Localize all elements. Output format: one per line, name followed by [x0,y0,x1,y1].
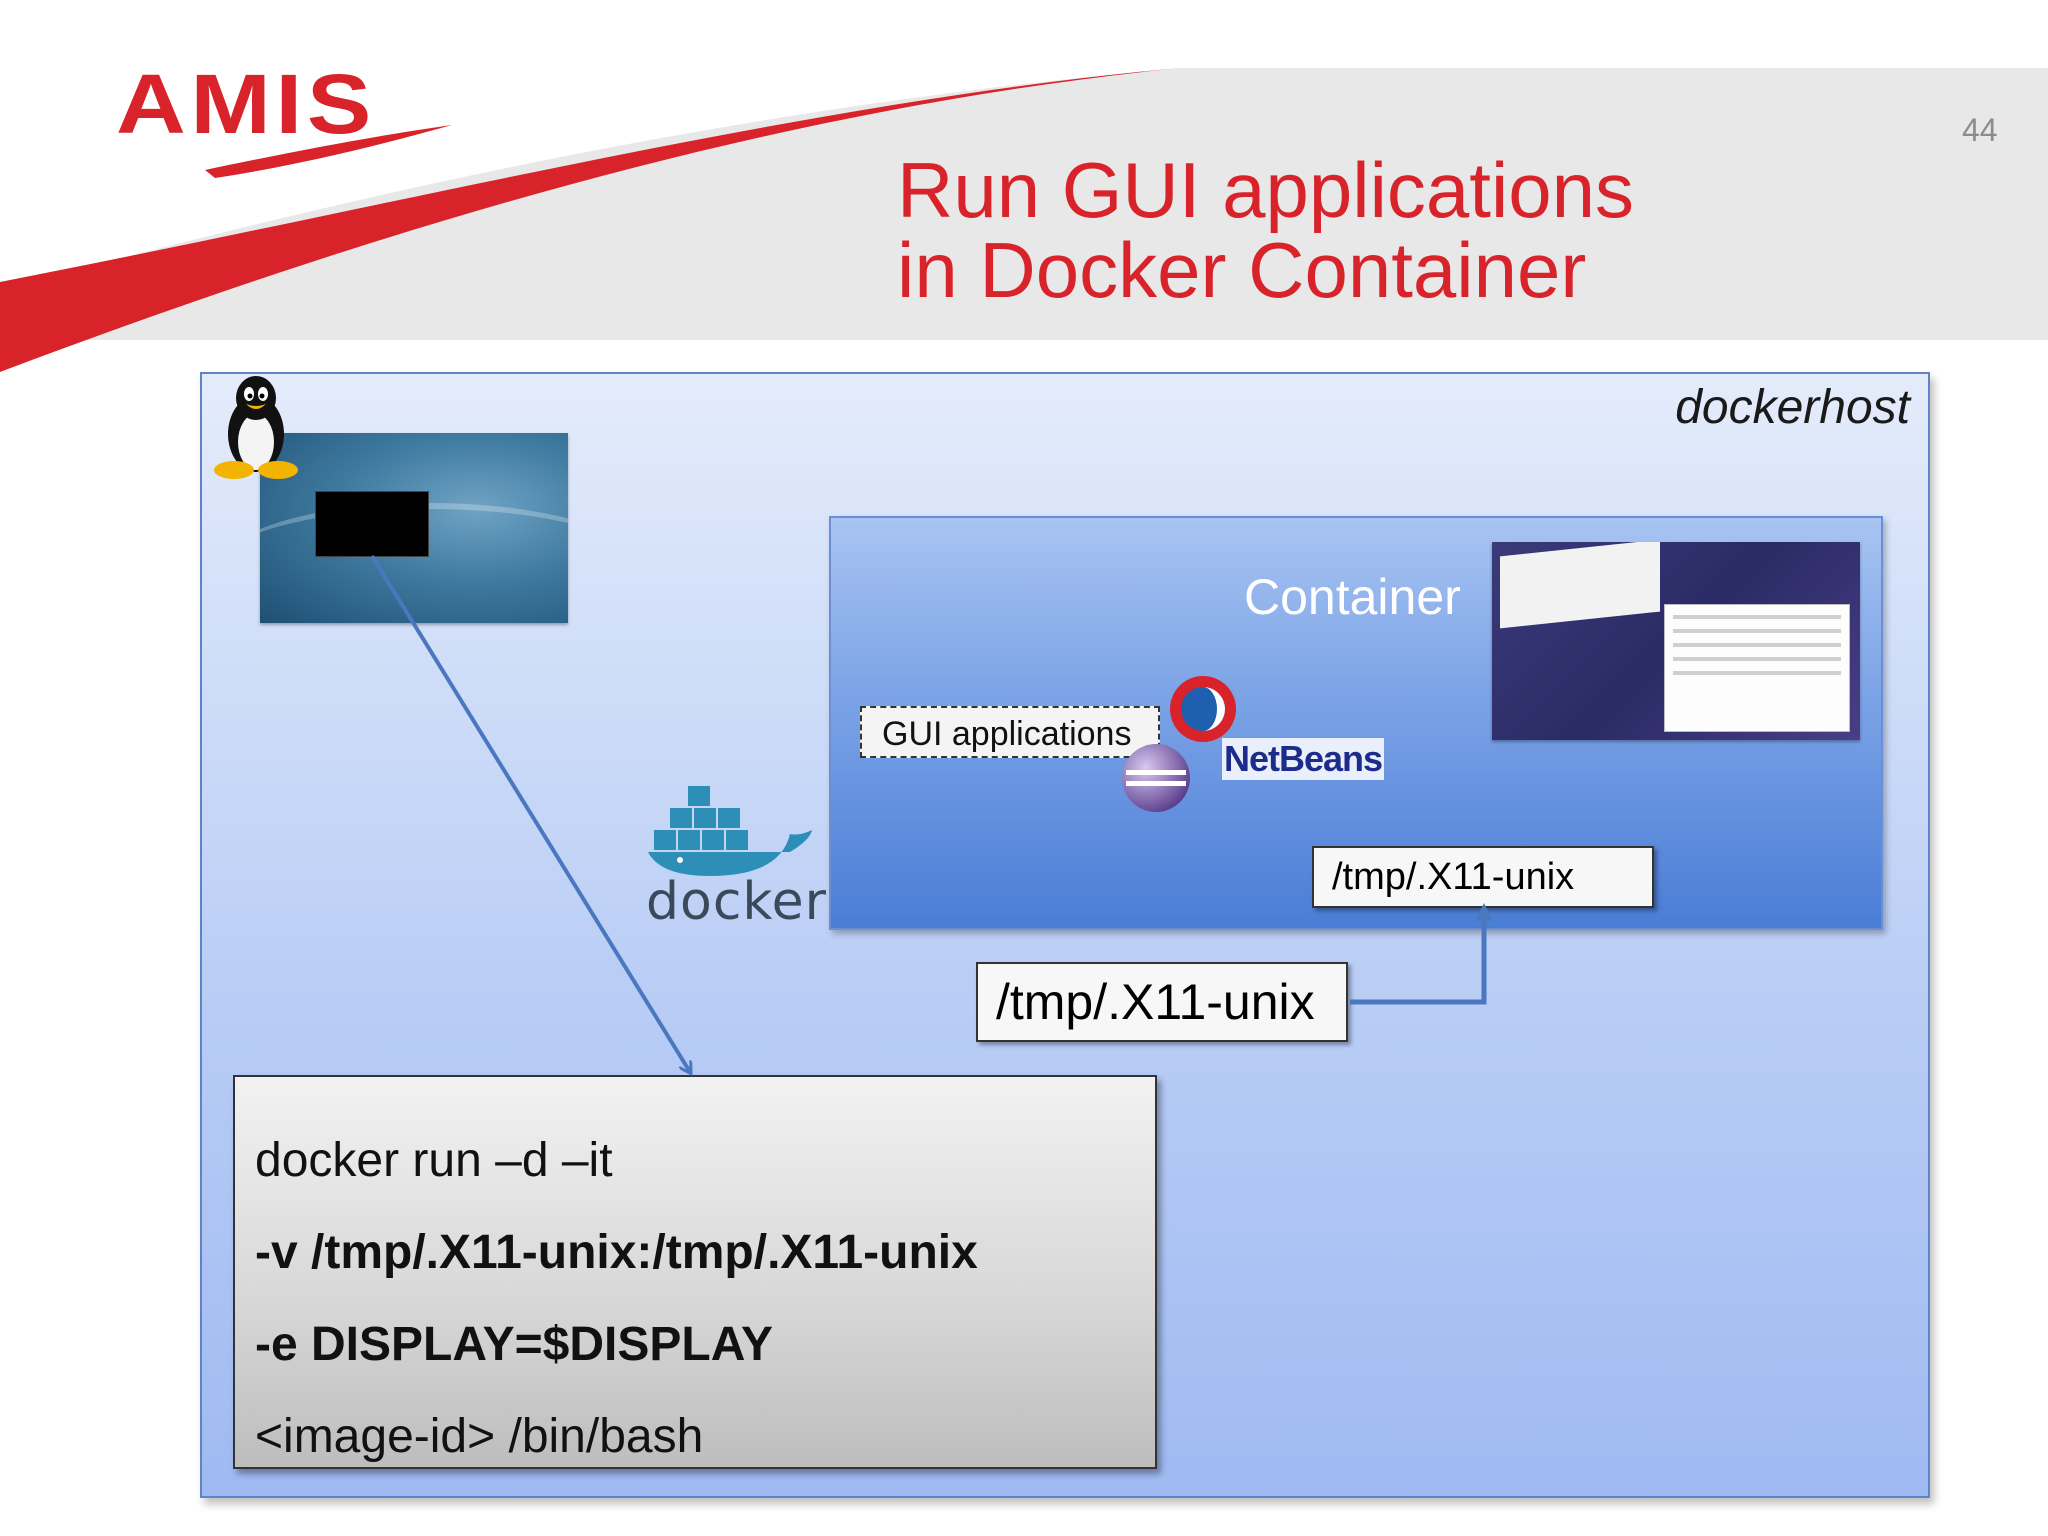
title-line-1: Run GUI applications [897,146,1635,234]
terminal-window [315,491,429,557]
command-line-1: docker run –d –it [255,1134,613,1187]
jdeveloper-icon [1170,676,1236,742]
docker-wordmark: docker [646,872,828,932]
page-number: 44 [1962,112,1998,148]
command-line-2: -v /tmp/.X11-unix:/tmp/.X11-unix [255,1226,978,1279]
command-line-3: -e DISPLAY=$DISPLAY [255,1318,773,1371]
dialog-window [1664,604,1850,732]
gui-applications-label: GUI applications [860,706,1160,758]
dockerhost-label: dockerhost [1675,381,1910,434]
command-line-4: <image-id> /bin/bash [255,1410,704,1463]
netbeans-logo: NetBeans [1222,738,1385,780]
docker-whale-icon [648,786,812,876]
container-x11-path: /tmp/.X11-unix [1312,846,1654,908]
slide-title: Run GUI applications in Docker Container [897,150,1797,310]
gui-app-screenshot [1492,542,1860,740]
title-line-2: in Docker Container [897,226,1587,314]
header-background [0,68,2048,372]
container-label: Container [1244,569,1461,625]
splash-window [1500,542,1660,629]
docker-run-command-box: docker run –d –it -v /tmp/.X11-unix:/tmp… [233,1075,1157,1469]
tux-penguin-icon [214,376,298,479]
eclipse-icon [1122,744,1190,812]
host-x11-path: /tmp/.X11-unix [976,962,1348,1042]
amis-logo: AMIS [116,57,376,151]
